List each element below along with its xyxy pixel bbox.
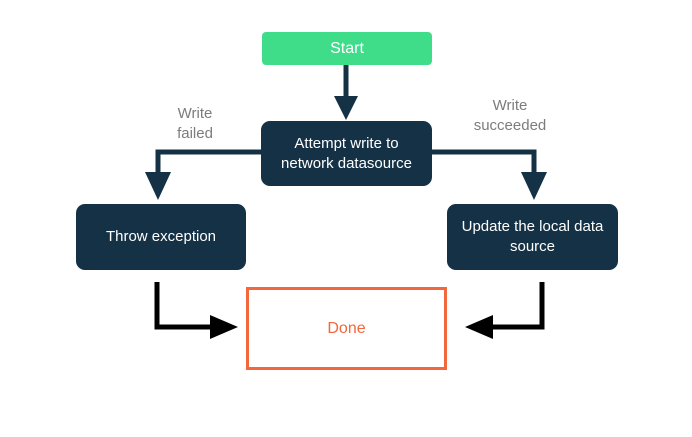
edge-label-write-succeeded: Write succeeded <box>473 97 547 134</box>
node-start-label: Start <box>330 39 364 57</box>
edge-throw-to-done <box>154 282 238 339</box>
edge-attempt-to-throw <box>145 149 261 200</box>
node-done[interactable]: Done <box>246 287 447 370</box>
node-done-label: Done <box>327 319 366 337</box>
node-update-local-datasource[interactable]: Update the local data source <box>447 204 618 270</box>
edge-label-write-failed: Write failed <box>177 105 213 142</box>
node-attempt-write[interactable]: Attempt write to network datasource <box>261 121 432 186</box>
node-throw-exception[interactable]: Throw exception <box>76 204 246 270</box>
edge-update-to-done <box>465 282 545 339</box>
edge-start-to-attempt <box>334 65 358 120</box>
edge-attempt-to-update <box>432 149 547 200</box>
node-start[interactable]: Start <box>262 32 432 65</box>
